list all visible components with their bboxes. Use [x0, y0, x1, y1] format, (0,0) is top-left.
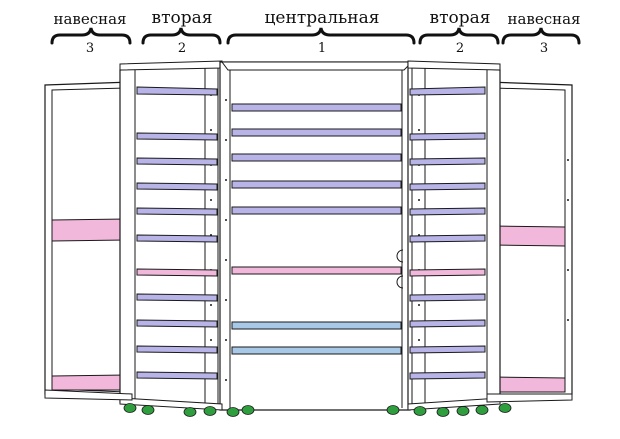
- number-hanging-right: 3: [539, 41, 549, 56]
- door-shelf-pink-left-top: [51, 218, 127, 242]
- number-second-right: 2: [455, 41, 465, 56]
- door-handle-lower: [396, 275, 404, 289]
- label-second-left: вторая: [151, 8, 213, 28]
- central-section: [219, 61, 414, 411]
- brace-second-left: [141, 27, 222, 45]
- second-section-left: [119, 60, 223, 409]
- second-section-right: [407, 60, 501, 409]
- number-hanging-left: 3: [85, 41, 95, 56]
- number-second-left: 2: [177, 41, 187, 56]
- shelves-second-left: [136, 86, 218, 380]
- brace-central: [226, 27, 416, 45]
- brace-second-right: [418, 27, 500, 45]
- shelves-second-right: [409, 86, 486, 380]
- door-handle-upper: [396, 249, 404, 263]
- plinths: [44, 389, 573, 411]
- door-shelf-pink-right-top: [492, 225, 566, 247]
- label-second-right: вторая: [429, 8, 491, 28]
- door-shelf-pink-left-bottom: [51, 374, 127, 391]
- number-central: 1: [317, 41, 327, 56]
- label-hanging-right: навесная: [507, 10, 581, 28]
- label-hanging-left: навесная: [53, 10, 127, 28]
- shelves-central: [231, 103, 402, 355]
- braces: [50, 27, 581, 45]
- hanging-door-right: [486, 81, 573, 399]
- wheels: [123, 403, 512, 417]
- brace-hanging-right: [501, 27, 581, 45]
- door-shelf-pink-right-bottom: [492, 376, 566, 393]
- label-central: центральная: [264, 8, 380, 28]
- brace-hanging-left: [50, 27, 132, 45]
- hanging-door-left: [44, 81, 133, 399]
